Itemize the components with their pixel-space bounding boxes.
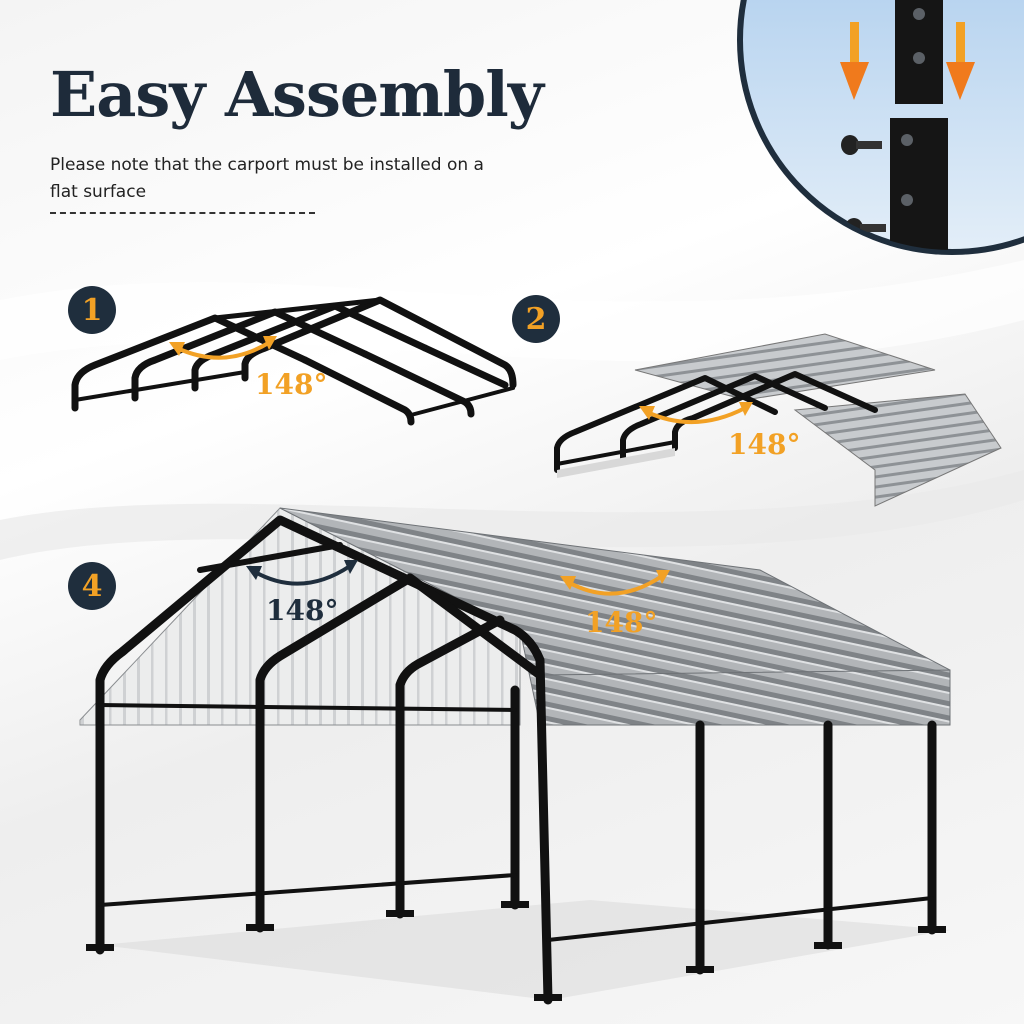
step4-gable-angle-label: 148°: [266, 594, 339, 627]
down-arrow-icon: [946, 22, 975, 100]
step-badge-4: 4: [68, 562, 116, 610]
angle-arrow-icon: [639, 402, 753, 425]
page-title: Easy Assembly: [50, 58, 544, 131]
step1-angle-label: 148°: [255, 368, 328, 401]
down-arrow-icon: [840, 22, 869, 100]
angle-arrow-icon: [246, 560, 358, 586]
angle-arrow-icon: [169, 336, 277, 360]
install-note: Please note that the carport must be ins…: [50, 155, 484, 202]
step-badge-1: 1: [68, 286, 116, 334]
post-connection-inset: [737, 0, 1024, 255]
step1-frame-drawing: [71, 296, 517, 426]
step4-roof-angle-label: 148°: [585, 606, 658, 639]
angle-arrow-icon: [560, 570, 670, 596]
dashed-divider: [50, 212, 315, 214]
step2-angle-label: 148°: [728, 428, 801, 461]
step4-carport-drawing: [79, 507, 951, 1005]
step2-frame-roof-drawing: [554, 333, 1002, 507]
bolt-icon: [841, 135, 882, 155]
step-badge-2: 2: [512, 295, 560, 343]
